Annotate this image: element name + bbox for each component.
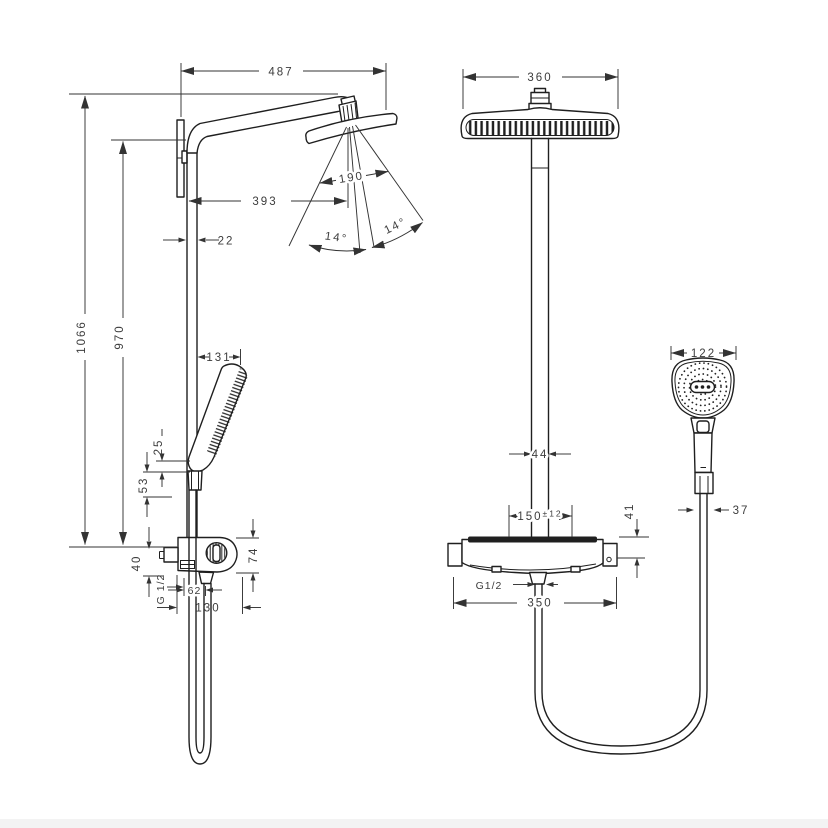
dim-bar-height-label: 970 [114, 324, 126, 349]
dim-head-width: 360 [462, 69, 619, 109]
dim-arm-reach-label: 393 [252, 196, 277, 208]
union-nut-left [447, 542, 463, 567]
dim-supply-distance-label: 150±12 [517, 509, 562, 524]
nozzle-band [465, 119, 615, 136]
dim-body-width: 350 [453, 577, 617, 612]
dim-outlet-offset: 62 [168, 578, 222, 600]
hose-outlet-side [198, 571, 215, 585]
dim-valve-height: 74 [236, 519, 260, 592]
valve-knob [205, 542, 228, 565]
valve-body-side [159, 536, 238, 585]
hand-shower-front [671, 357, 735, 495]
bottom-edge-shade [0, 819, 828, 828]
front-view: 360 44 122 150±12 [447, 69, 750, 755]
dim-body-offset-label: 41 [624, 503, 636, 520]
dim-outlet-thread-label: G1/2 [476, 580, 503, 592]
dim-arm-reach: 393 [188, 128, 349, 208]
dim-total-height: 1066 [69, 93, 338, 548]
dim-arm-width-label: 487 [268, 67, 293, 79]
dim-pipe-depth-label: 22 [218, 236, 235, 248]
dim-spray-diameter: 190 [319, 168, 389, 188]
dim-handshower-reach: 131 [197, 349, 241, 365]
dim-holder-offset: 25 [143, 429, 190, 487]
dim-connector-length-label: 53 [138, 477, 150, 494]
dim-supply-distance: 150±12 [508, 505, 573, 537]
ball-joint [338, 100, 359, 124]
supply-stub-side [159, 546, 179, 563]
dim-pipe-depth: 22 [163, 236, 235, 248]
shower-hose-front [534, 493, 708, 755]
handle [693, 432, 713, 474]
dim-valve-height-label: 74 [248, 547, 260, 564]
shower-hose-side [188, 489, 212, 765]
wall-plate [176, 119, 188, 198]
dimensions-front: 360 44 122 150±12 [453, 69, 750, 612]
body-top-rim [468, 536, 597, 543]
dim-connector-length: 53 [138, 452, 172, 517]
dim-body-offset: 41 [617, 503, 649, 578]
side-view: 14° 14° [69, 63, 424, 765]
dim-supply-offset: 40 [131, 527, 163, 597]
dim-valve-depth: 130 [157, 575, 261, 615]
dim-bar-height: 970 [111, 139, 186, 545]
dim-body-width-label: 350 [527, 598, 552, 610]
dimensions-side: 487 1066 970 393 [69, 63, 389, 615]
dim-outlet-thread: G1/2 [476, 580, 558, 592]
hose-outlet-front [528, 571, 548, 585]
dim-head-width-label: 360 [527, 72, 552, 84]
shower-arm-side [186, 95, 359, 154]
dim-supply-thread-label: G 1/2 [155, 574, 167, 605]
dim-arm-width: 487 [180, 63, 387, 117]
hose-nut-side [187, 470, 203, 491]
hose-nut-front [694, 471, 714, 495]
dim-handshower-diameter-label: 122 [691, 348, 716, 360]
union-nut-right [602, 542, 618, 567]
dim-handshower-reach-label: 131 [206, 352, 231, 364]
dim-hose-diameter: 37 [678, 505, 750, 517]
dim-supply-offset-label: 40 [131, 555, 143, 572]
overhead-shower-front [460, 87, 620, 140]
dim-pipe-width: 44 [509, 447, 571, 464]
spray-cone: 14° 14° [288, 124, 424, 256]
dim-spray-diameter-label: 190 [338, 170, 365, 186]
dim-holder-offset-label: 25 [153, 439, 165, 456]
overhead-shower-side [305, 112, 398, 145]
hand-shower-side [187, 363, 248, 491]
dim-pipe-width-label: 44 [532, 449, 549, 461]
shower-pipe-front [530, 137, 550, 541]
thermostat-body-front [447, 536, 618, 585]
dim-hose-diameter-label: 37 [733, 505, 750, 517]
dim-supply-thread: G 1/2 [155, 574, 184, 605]
angle-left-label: 14° [324, 230, 349, 245]
dim-handshower-diameter: 122 [670, 346, 737, 360]
dim-outlet-offset-label: 62 [188, 585, 202, 597]
dim-total-height-label: 1066 [76, 320, 88, 354]
dim-valve-depth-label: 130 [195, 603, 220, 615]
